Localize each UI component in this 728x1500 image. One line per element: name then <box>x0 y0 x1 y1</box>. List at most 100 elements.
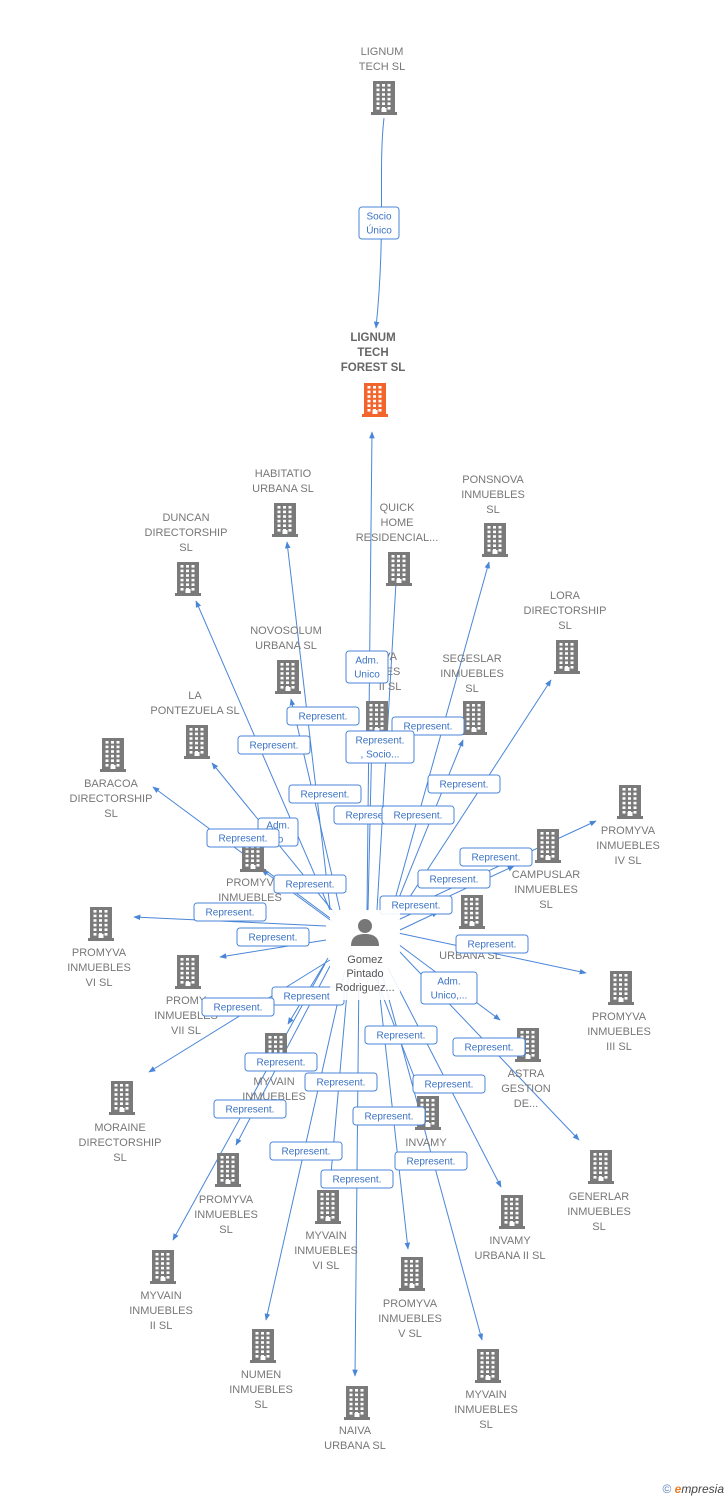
edge-label[interactable]: Represent. <box>452 1037 526 1057</box>
edge-label[interactable]: Represent. <box>352 1106 426 1126</box>
edge-label[interactable]: Represent. <box>206 828 280 848</box>
edge-label[interactable]: Represent. <box>288 784 362 804</box>
edge-label[interactable]: Represent. <box>394 1151 468 1171</box>
edge-label[interactable]: Represent. <box>412 1074 486 1094</box>
edge-label[interactable]: Represent. <box>237 735 311 755</box>
edge-e-segeslar <box>391 739 464 916</box>
edge-label-text: Represent. <box>430 875 479 886</box>
node-label-line: URBANA SL <box>324 1440 386 1452</box>
building-icon <box>475 1349 501 1383</box>
edge-label[interactable]: Represent. <box>193 902 267 922</box>
edge-label[interactable]: Represent. <box>381 805 455 825</box>
node-label-line: PROMYVA <box>72 947 127 959</box>
node-label-line: INMUEBLES <box>229 1384 293 1396</box>
edge-label-text: Único <box>366 224 392 237</box>
edge-label[interactable]: Represent. <box>244 1052 318 1072</box>
building-icon <box>499 1195 525 1229</box>
node-label-line: DIRECTORSHIP <box>79 1137 162 1149</box>
node-moraine-directorship[interactable]: MORAINE DIRECTORSHIP SL <box>79 1081 162 1164</box>
edge-label[interactable]: Represent. <box>269 1141 343 1161</box>
node-label-line: VII SL <box>171 1025 201 1037</box>
edge-e-invamyurb <box>399 911 439 931</box>
edge-label[interactable]: Represent. <box>201 997 275 1017</box>
footer-brand: © empresia <box>662 1482 724 1496</box>
edge-label[interactable]: Adm.Unico <box>345 650 389 684</box>
building-icon <box>315 1190 341 1224</box>
node-label-line: V SL <box>398 1328 422 1340</box>
edge-label[interactable]: Represent., Socio... <box>345 730 415 764</box>
node-label-line: INMUEBLES <box>596 840 660 852</box>
edge-label-text: Socio <box>366 212 391 223</box>
edge-label-text: Represent. <box>257 1058 306 1069</box>
edge-label[interactable]: Represent. <box>286 706 360 726</box>
node-label-line: INVAMY <box>489 1235 531 1247</box>
node-astra-gestion[interactable]: ASTRAGESTIONDE... <box>501 1028 551 1110</box>
building-icon <box>100 738 126 772</box>
building-icon <box>272 503 298 537</box>
node-label-line: FOREST SL <box>341 362 406 374</box>
node-label-line: SL <box>219 1224 232 1236</box>
edge-label-text: Represent. <box>394 811 443 822</box>
edge-label[interactable]: Represent. <box>379 895 453 915</box>
edge-label[interactable]: Represent. <box>236 927 310 947</box>
center-person-node[interactable]: GomezPintadoRodriguez... <box>330 910 400 1000</box>
node-label-line: PONTEZUELA SL <box>150 705 239 717</box>
copyright-symbol: © <box>662 1482 672 1496</box>
edge-label-text: Represent. <box>404 722 453 733</box>
node-label-line: INVAMY <box>405 1137 447 1149</box>
building-icon <box>150 1250 176 1284</box>
edge-label[interactable]: Represent. <box>320 1169 394 1189</box>
node-naiva-urbana[interactable]: NAIVA URBANA SL <box>324 1386 386 1452</box>
edge-label-text: Represent. <box>214 1003 263 1014</box>
edge-label[interactable]: Represent. <box>459 847 533 867</box>
edge-label[interactable]: Represent. <box>427 774 501 794</box>
edge-label-text: Represent. <box>440 780 489 791</box>
node-label-line: INMUEBLES <box>67 962 131 974</box>
node-quick-home[interactable]: QUICKHOMERESIDENCIAL... <box>356 502 439 586</box>
node-label-line: SL <box>486 504 499 516</box>
node-label-line: MORAINE <box>94 1122 145 1134</box>
edge-label[interactable]: Represent. <box>364 1025 438 1045</box>
node-label-line: URBANA SL <box>255 640 317 652</box>
edge-label[interactable]: Represent. <box>455 934 529 954</box>
edge-label[interactable]: Represent. <box>273 874 347 894</box>
node-label-line: MYVAIN <box>253 1076 294 1088</box>
edge-label[interactable]: Represent. <box>304 1072 378 1092</box>
node-label-line: PROMYVA <box>383 1298 438 1310</box>
edge-label[interactable]: Represent. <box>417 869 491 889</box>
node-label-line: HABITATIO <box>255 468 312 480</box>
edge-label[interactable]: Represent. <box>213 1099 287 1119</box>
node-label-line: BARACOA <box>84 778 138 790</box>
node-label-line: SL <box>113 1152 126 1164</box>
building-icon <box>399 1257 425 1291</box>
edge-label[interactable]: Adm.Unico,... <box>420 971 478 1005</box>
edge-label-text: Represent. <box>392 901 441 912</box>
node-label-line: NAIVA <box>339 1425 372 1437</box>
building-icon <box>482 523 508 557</box>
